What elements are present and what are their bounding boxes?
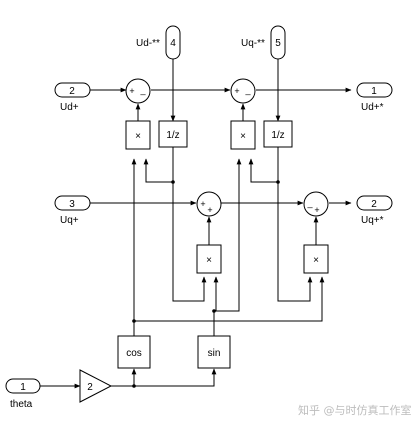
outport-number: 2 [371, 199, 377, 210]
inport-number: 4 [170, 38, 176, 49]
outport-label: Uq+* [361, 215, 384, 226]
inport-number: 5 [275, 38, 281, 49]
branch-points [132, 180, 280, 388]
multiply-icon: × [313, 255, 319, 266]
inport-label: Ud-** [136, 38, 160, 49]
gain-block[interactable]: 2 [79, 369, 113, 403]
sum-sign-plus: + [207, 205, 212, 215]
product-block-1[interactable]: × [125, 120, 151, 150]
sum-sign-minus: _ [306, 198, 313, 208]
sum-sign-plus: + [129, 86, 134, 96]
sum-sign-plus: + [200, 199, 205, 209]
sum-block-ud[interactable]: + _ [125, 78, 151, 104]
inport-label: theta [10, 399, 33, 410]
sum-block-uq[interactable]: + + [196, 191, 222, 217]
inport-uq-minus[interactable]: 5 Uq-** [241, 25, 286, 60]
watermark-text: 知乎 @与时仿真工作室 [298, 403, 411, 417]
inport-theta[interactable]: 1 theta [5, 378, 41, 410]
signal-wires [40, 59, 352, 389]
inport-ud-minus[interactable]: 4 Ud-** [136, 25, 181, 60]
outport-number: 1 [371, 86, 377, 97]
inport-number: 3 [69, 199, 75, 210]
sum-sign-minus: _ [139, 85, 146, 95]
product-block-3[interactable]: × [196, 244, 222, 274]
unit-delay-block-1[interactable]: 1/z [158, 120, 188, 148]
cos-label: cos [126, 348, 142, 359]
unit-delay-label: 1/z [271, 130, 284, 141]
unit-delay-label: 1/z [166, 130, 179, 141]
sum-sign-plus: + [314, 205, 319, 215]
sin-block[interactable]: sin [197, 335, 231, 369]
inport-label: Uq-** [241, 38, 265, 49]
sum-sign-plus: + [234, 86, 239, 96]
inport-label: Uq+ [60, 215, 79, 226]
gain-value: 2 [87, 382, 93, 393]
outport-label: Ud+* [361, 102, 384, 113]
sum-sign-minus: _ [244, 85, 251, 95]
outport-ud-plus-star[interactable]: 1 Ud+* [356, 82, 393, 113]
inport-uq-plus[interactable]: 3 Uq+ [54, 195, 91, 226]
sum-block-uq-star[interactable]: _ + [303, 191, 329, 217]
product-block-4[interactable]: × [303, 244, 329, 274]
multiply-icon: × [206, 255, 212, 266]
outport-uq-plus-star[interactable]: 2 Uq+* [356, 195, 393, 226]
cos-block[interactable]: cos [117, 335, 151, 369]
inport-number: 1 [20, 382, 26, 393]
inport-label: Ud+ [60, 102, 79, 113]
product-block-2[interactable]: × [230, 120, 256, 150]
inport-ud-plus[interactable]: 2 Ud+ [54, 82, 91, 113]
inport-number: 2 [69, 86, 75, 97]
multiply-icon: × [240, 131, 246, 142]
multiply-icon: × [135, 131, 141, 142]
sin-label: sin [208, 348, 221, 359]
unit-delay-block-2[interactable]: 1/z [263, 120, 293, 148]
sum-block-ud-star[interactable]: + _ [230, 78, 256, 104]
